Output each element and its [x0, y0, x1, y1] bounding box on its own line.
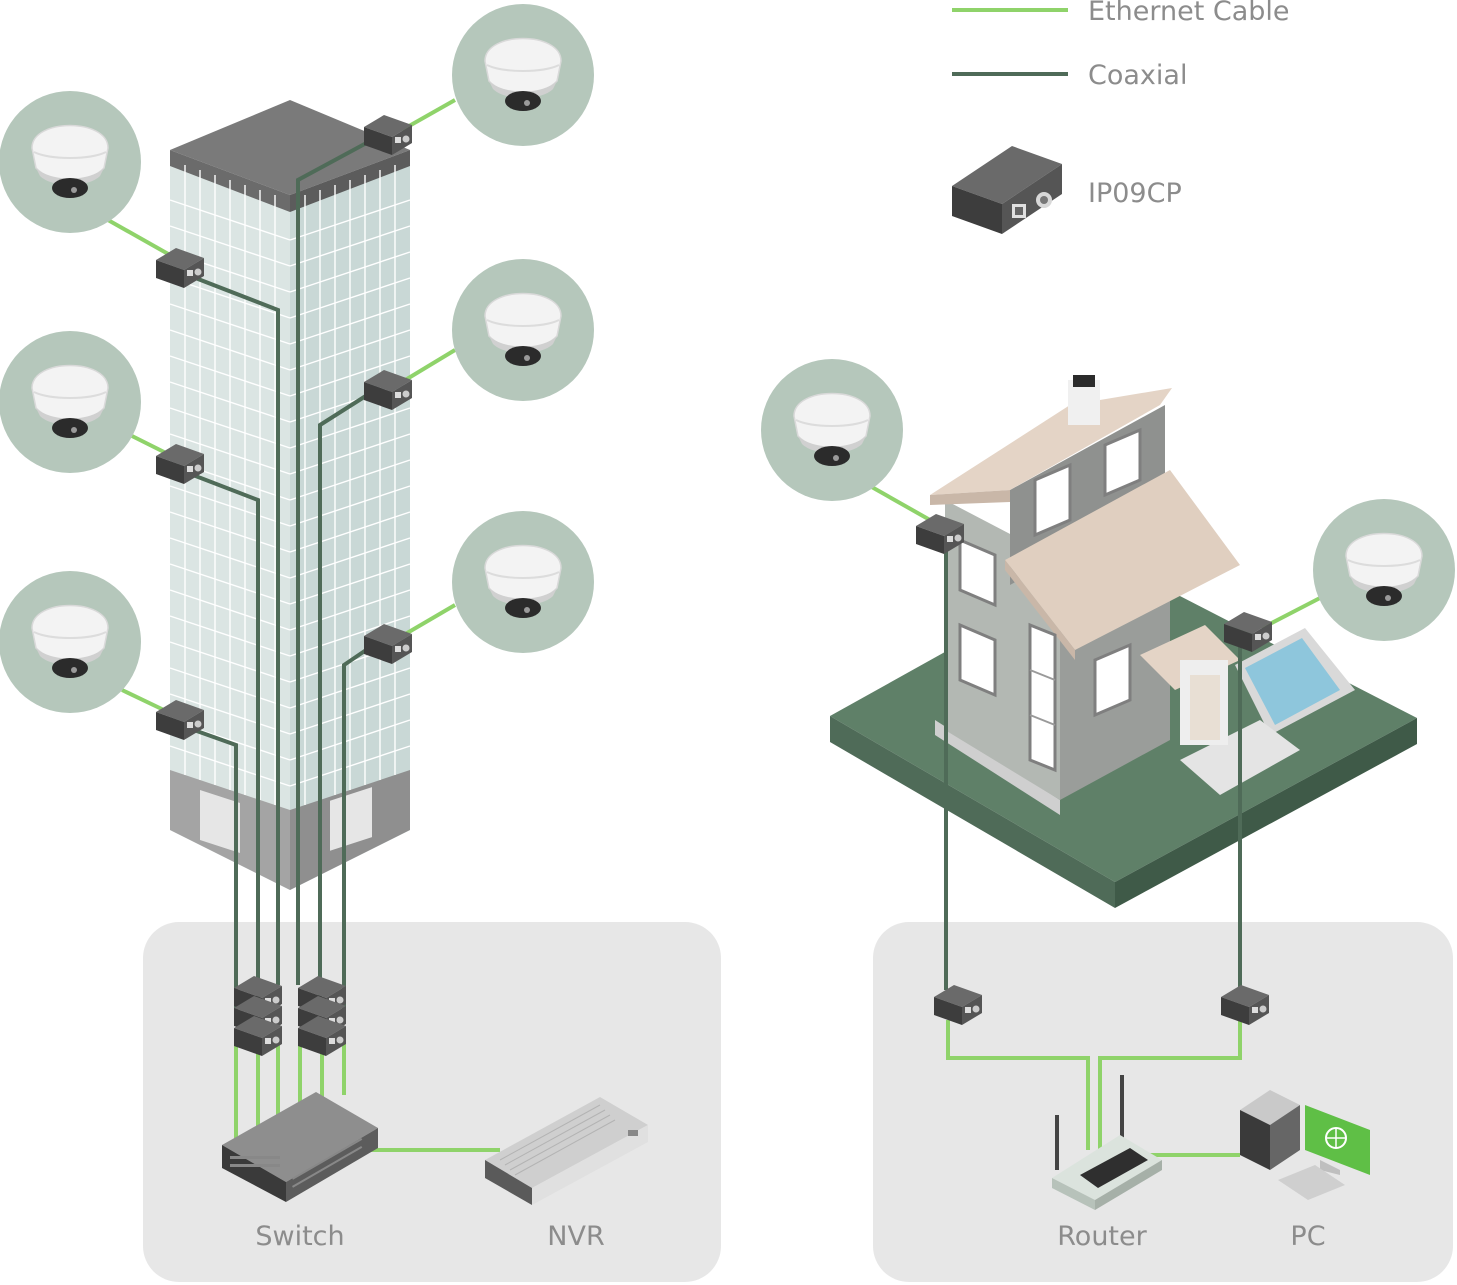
- dome-camera-icon: [1312, 498, 1456, 642]
- dome-camera-icon: [0, 570, 142, 714]
- ip09cp-legend-label: IP09CP: [1088, 178, 1182, 209]
- house-icon: [830, 375, 1417, 908]
- nvr-label: NVR: [547, 1221, 604, 1252]
- coaxial-legend-label: Coaxial: [1088, 60, 1187, 91]
- dome-camera-icon: [0, 330, 142, 474]
- right-cables: [869, 484, 1321, 1157]
- router-label: Router: [1057, 1221, 1147, 1252]
- wifi-router-icon: [1052, 1075, 1162, 1210]
- ethernet-legend-label: Ethernet Cable: [1088, 0, 1290, 27]
- nvr-icon: [485, 1097, 648, 1205]
- network-switch-icon: [222, 1092, 378, 1202]
- dome-camera-icon: [451, 510, 595, 654]
- desktop-pc-icon: [1240, 1090, 1370, 1200]
- right-equipment-panel: [873, 922, 1453, 1282]
- dome-camera-icon: [451, 3, 595, 147]
- legend: Ethernet Cable Coaxial IP09CP: [952, 0, 1290, 234]
- left-equipment-panel: [143, 922, 721, 1282]
- switch-label: Switch: [255, 1221, 344, 1252]
- dome-camera-icon: [0, 90, 142, 234]
- dome-camera-icon: [451, 258, 595, 402]
- left-cables: [107, 98, 500, 1152]
- dome-camera-icon: [760, 358, 904, 502]
- office-tower-icon: [170, 100, 410, 890]
- ip09cp-adapter-icon: [952, 146, 1062, 234]
- pc-label: PC: [1290, 1221, 1325, 1252]
